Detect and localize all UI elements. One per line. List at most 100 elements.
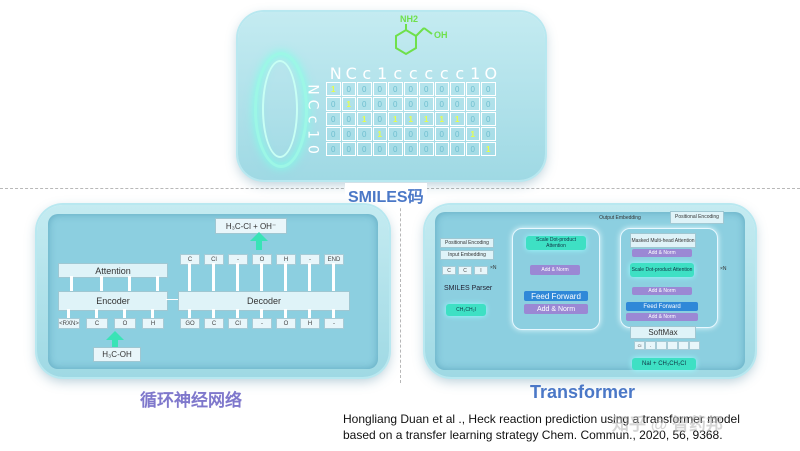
smiles-matrix-cell: 0 (434, 97, 449, 111)
watermark: 知乎 @ 智药邦 (612, 415, 724, 434)
smiles-matrix-cell: 0 (372, 82, 387, 96)
smiles-column-label: c (393, 64, 403, 83)
smiles-matrix-cell: 0 (357, 127, 372, 141)
smiles-matrix-cell: 0 (403, 82, 418, 96)
connector-line (332, 309, 335, 318)
smiles-matrix-cell: 1 (434, 112, 449, 126)
smiles-matrix-cell: 0 (388, 142, 403, 156)
nx-left-label: ×N (490, 265, 497, 271)
smiles-matrix-cell: 0 (372, 142, 387, 156)
smiles-matrix-cell: 0 (434, 142, 449, 156)
positional-encoding-top-box: Positional Encoding (670, 211, 724, 224)
molecule-structure (395, 24, 433, 56)
token-box: Cl (228, 318, 248, 329)
connector-line (332, 263, 335, 291)
decoder-add-norm-2: Add & Norm (632, 287, 692, 295)
oh-label: OH (434, 30, 448, 40)
output-arrow-icon (250, 232, 268, 241)
smiles-row-label: N (304, 84, 321, 95)
nx-right-label: ×N (720, 266, 727, 272)
output-embedding-box: Output Embedding (599, 215, 641, 221)
smiles-matrix-cell: 1 (481, 142, 496, 156)
smiles-column-label: C (345, 64, 357, 83)
softmax-box: SoftMax (630, 326, 696, 339)
smiles-row-label: 0 (304, 145, 321, 154)
connector-line (212, 309, 215, 318)
encoder-attention-box: Scale Dot-product Attention (526, 236, 586, 250)
smiles-column-label: c (362, 64, 372, 83)
positional-encoding-box: Positional Encoding (440, 238, 494, 248)
smiles-matrix-cell: 1 (450, 112, 465, 126)
glow-ring-icon (262, 60, 298, 158)
smiles-matrix-cell: 0 (388, 82, 403, 96)
decoder-box: Decoder (178, 291, 350, 311)
decoder-attention-box: Scale Dot-product Attention (630, 263, 694, 277)
smiles-matrix-cell: 0 (403, 97, 418, 111)
output-token (678, 341, 689, 350)
connector-line (212, 263, 215, 291)
attention-box: Attention (58, 263, 168, 278)
connector-line (236, 263, 239, 291)
smiles-matrix-cell: 0 (372, 112, 387, 126)
vertical-divider (400, 188, 401, 383)
smiles-matrix-cell: 0 (465, 112, 480, 126)
encoder-decoder-link (166, 299, 178, 300)
smiles-matrix-cell: 0 (434, 82, 449, 96)
encoder-add-norm-2: Add & Norm (524, 304, 588, 314)
smiles-matrix-cell: 0 (372, 97, 387, 111)
rnn-input-label: H₃C-OH (93, 347, 141, 362)
smiles-matrix-cell: 0 (450, 142, 465, 156)
smiles-matrix-cell: 0 (341, 142, 356, 156)
connector-line (151, 309, 154, 318)
smiles-matrix-cell: 0 (419, 127, 434, 141)
smiles-column-label: c (439, 64, 449, 83)
input-arrow-icon (106, 331, 124, 340)
token-box: O (276, 318, 296, 329)
smiles-column-label: c (424, 64, 434, 83)
connector-line (188, 309, 191, 318)
smiles-matrix-cell: 0 (341, 82, 356, 96)
smiles-matrix-cell: 0 (341, 127, 356, 141)
transformer-caption: Transformer (530, 382, 636, 402)
smiles-matrix-cell: 1 (465, 127, 480, 141)
smiles-matrix-cell: 0 (465, 97, 480, 111)
smiles-matrix-cell: 0 (465, 142, 480, 156)
smiles-matrix-cell: 0 (357, 142, 372, 156)
smiles-matrix-cell: 0 (388, 127, 403, 141)
output-token (656, 341, 667, 350)
output-token: - (645, 341, 656, 350)
smiles-matrix-cell: 0 (419, 97, 434, 111)
smiles-caption: SMILES码 (345, 183, 427, 207)
connector-line (284, 309, 287, 318)
output-token (689, 341, 700, 350)
smiles-column-label: 1 (377, 64, 388, 83)
token-box: - (252, 318, 272, 329)
smiles-column-label: O (484, 64, 498, 83)
token-box: H (142, 318, 164, 329)
connector-line (95, 309, 98, 318)
smiles-matrix-cell: 0 (465, 82, 480, 96)
token-box: <RXN> (58, 318, 80, 329)
smiles-matrix-cell: 1 (388, 112, 403, 126)
input-embedding-box: Input Embedding (440, 250, 494, 260)
decoder-add-norm-3: Add & Norm (626, 313, 698, 321)
smiles-matrix-cell: 0 (450, 82, 465, 96)
smiles-matrix-cell: 0 (481, 112, 496, 126)
attention-connector (156, 276, 159, 291)
citation-line-2: based on a transfer learning strategy Ch… (343, 428, 723, 442)
citation-line-1: Hongliang Duan et al ., Heck reaction pr… (343, 412, 740, 426)
smiles-column-label: N (329, 64, 342, 83)
encoder-block (512, 228, 600, 330)
smiles-matrix-cell: 0 (419, 82, 434, 96)
attention-connector (128, 276, 131, 291)
input-token: C (442, 266, 456, 275)
glow-ring-icon (254, 52, 308, 168)
input-molecule-box: CH₃CH₂I (446, 304, 486, 316)
smiles-matrix-cell: 0 (403, 142, 418, 156)
smiles-matrix-cell: 0 (419, 142, 434, 156)
connector-line (123, 309, 126, 318)
smiles-parser-label: SMILES Parser (444, 285, 493, 292)
smiles-matrix-cell: 0 (357, 97, 372, 111)
smiles-column-label: 1 (470, 64, 481, 83)
